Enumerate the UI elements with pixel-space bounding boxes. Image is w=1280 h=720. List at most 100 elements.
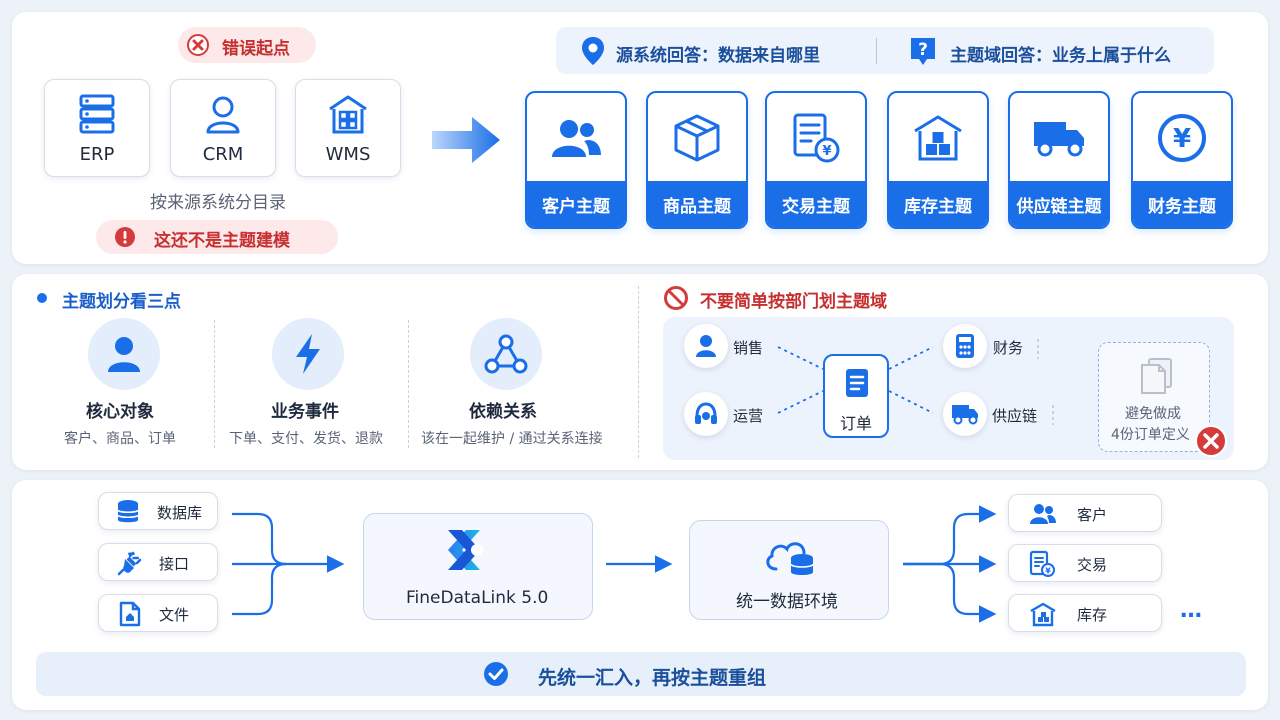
dependency-circle	[470, 318, 542, 390]
answer-domain: 主题域回答：业务上属于什么	[950, 46, 1171, 66]
truck-icon	[951, 403, 979, 425]
section-divider	[638, 286, 639, 458]
cloud-database-icon	[762, 535, 818, 577]
core-object-circle	[88, 318, 160, 390]
topic-label: 财务主题	[1133, 181, 1231, 227]
topic-label: 交易主题	[767, 181, 865, 227]
department-connectors	[777, 339, 1054, 425]
warehouse-icon	[327, 94, 369, 134]
close-circle-icon	[1195, 425, 1227, 457]
point-desc: 该在一起维护 / 通过关系连接	[421, 431, 603, 447]
middle-heading: 主题划分看三点	[62, 292, 181, 312]
output-transaction: ¥ 交易	[1008, 544, 1162, 582]
avoid-line1: 避免做成	[1125, 406, 1181, 422]
department-supply: 供应链	[992, 407, 1038, 425]
svg-text:¥: ¥	[1045, 567, 1051, 576]
duplicate-document-icon	[1139, 357, 1175, 395]
svg-text:?: ?	[918, 40, 928, 60]
server-icon	[78, 94, 116, 134]
topic-label: 商品主题	[648, 181, 746, 227]
warehouse-icon	[1029, 601, 1057, 627]
error-start-label: 错误起点	[222, 39, 290, 59]
source-card-wms: WMS	[295, 79, 401, 177]
topic-card-customer: 客户主题	[525, 91, 627, 229]
unified-env-box: 统一数据环境	[689, 520, 889, 620]
warning-label: 这还不是主题建模	[154, 231, 290, 251]
finedatalink-logo	[444, 524, 510, 576]
person-icon	[695, 334, 717, 358]
warning-badge: 这还不是主题建模	[96, 220, 338, 254]
output-label: 客户	[1077, 506, 1108, 524]
output-customer: 客户	[1008, 494, 1162, 532]
point-divider	[408, 320, 409, 448]
topic-label: 客户主题	[527, 181, 625, 227]
source-label: CRM	[202, 144, 244, 165]
user-icon	[203, 94, 243, 134]
input-label: 数据库	[157, 504, 203, 522]
input-file: 文件	[98, 594, 218, 632]
env-label: 统一数据环境	[736, 592, 838, 612]
avoid-box: 避免做成 4份订单定义	[1098, 342, 1210, 452]
department-sales: 销售	[733, 339, 764, 357]
avoid-line2: 4份订单定义	[1111, 427, 1190, 443]
source-card-erp: ERP	[44, 79, 150, 177]
arrow-right-icon	[432, 114, 502, 166]
error-start-badge: 错误起点	[178, 27, 316, 63]
topic-card-transaction: ¥ 交易主题	[765, 91, 867, 229]
invoice-icon: ¥	[1029, 550, 1055, 578]
source-caption: 按来源系统分目录	[150, 193, 286, 213]
source-label: WMS	[325, 144, 371, 165]
point-divider	[214, 320, 215, 448]
prohibited-icon	[663, 285, 689, 311]
database-icon	[117, 499, 139, 525]
location-pin-icon	[580, 36, 606, 66]
ops-circle	[684, 392, 728, 436]
network-icon	[484, 334, 528, 374]
topic-card-inventory: 库存主题	[887, 91, 989, 229]
svg-text:¥: ¥	[822, 144, 831, 159]
point-desc: 下单、支付、发货、退款	[229, 431, 383, 447]
topic-card-supply-chain: 供应链主题	[1008, 91, 1110, 229]
product-label: FineDataLink 5.0	[406, 588, 549, 608]
point-title: 依赖关系	[469, 402, 537, 422]
input-label: 接口	[159, 555, 190, 573]
conclusion-label: 先统一汇入，再按主题重组	[538, 667, 767, 689]
warehouse-boxes-icon	[912, 113, 964, 163]
more-ellipsis: …	[1180, 598, 1202, 623]
calculator-icon	[955, 333, 975, 359]
person-icon	[106, 335, 142, 373]
yen-icon: ¥	[1156, 112, 1208, 164]
point-desc: 客户、商品、订单	[64, 431, 176, 447]
lightning-icon	[293, 333, 323, 375]
topic-label: 库存主题	[889, 181, 987, 227]
bullet-dot	[37, 293, 47, 303]
department-finance: 财务	[993, 339, 1024, 357]
order-node: 订单	[823, 354, 889, 438]
source-label: ERP	[79, 144, 115, 165]
users-icon	[1029, 503, 1057, 525]
output-label: 交易	[1077, 556, 1108, 574]
topic-label: 供应链主题	[1010, 181, 1108, 227]
sales-circle	[684, 324, 728, 368]
point-title: 核心对象	[86, 402, 154, 422]
file-icon	[119, 601, 141, 627]
answer-divider	[876, 38, 877, 64]
box-icon	[673, 113, 721, 163]
x-cross-icon	[186, 33, 210, 57]
flow-connectors	[232, 505, 997, 623]
point-title: 业务事件	[271, 402, 339, 422]
plug-icon	[117, 550, 143, 576]
output-label: 库存	[1077, 606, 1108, 624]
supply-circle	[943, 392, 987, 436]
topic-card-finance: ¥ 财务主题	[1131, 91, 1233, 229]
department-ops: 运营	[733, 407, 764, 425]
alert-icon	[114, 226, 136, 248]
business-event-circle	[272, 318, 344, 390]
question-mark-icon: ?	[908, 35, 938, 67]
input-api: 接口	[98, 543, 218, 581]
invoice-icon: ¥	[791, 112, 841, 164]
input-database: 数据库	[98, 492, 218, 530]
document-icon	[845, 368, 869, 398]
no-department-heading: 不要简单按部门划主题域	[700, 292, 887, 312]
order-label: 订单	[840, 414, 873, 433]
